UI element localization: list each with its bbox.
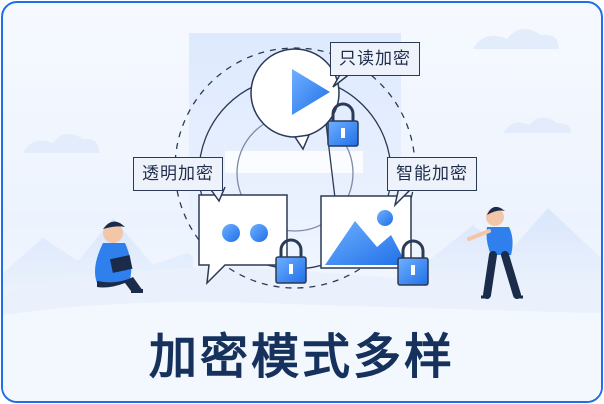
label-readonly-encryption: 只读加密 <box>330 42 420 76</box>
page-title: 加密模式多样 <box>148 329 455 385</box>
clouds <box>23 28 571 153</box>
label-smart-encryption: 智能加密 <box>387 157 477 191</box>
chat-bubble-icon <box>222 224 268 242</box>
sitting-person <box>95 221 143 293</box>
background-mountains <box>3 208 601 401</box>
panel-highlight <box>225 151 363 173</box>
image-icon <box>325 210 407 265</box>
chat-window <box>198 194 288 286</box>
label-transparent-encryption: 透明加密 <box>133 157 223 191</box>
image-window <box>320 195 412 269</box>
standing-person <box>467 206 523 299</box>
label-tail <box>332 72 352 88</box>
play-icon <box>292 69 330 115</box>
label-tail <box>393 186 414 208</box>
lock-icon <box>275 238 307 284</box>
illustration <box>3 28 601 401</box>
lock-icon <box>327 102 359 147</box>
lock-icon <box>397 239 429 286</box>
play-bubble <box>250 48 340 151</box>
